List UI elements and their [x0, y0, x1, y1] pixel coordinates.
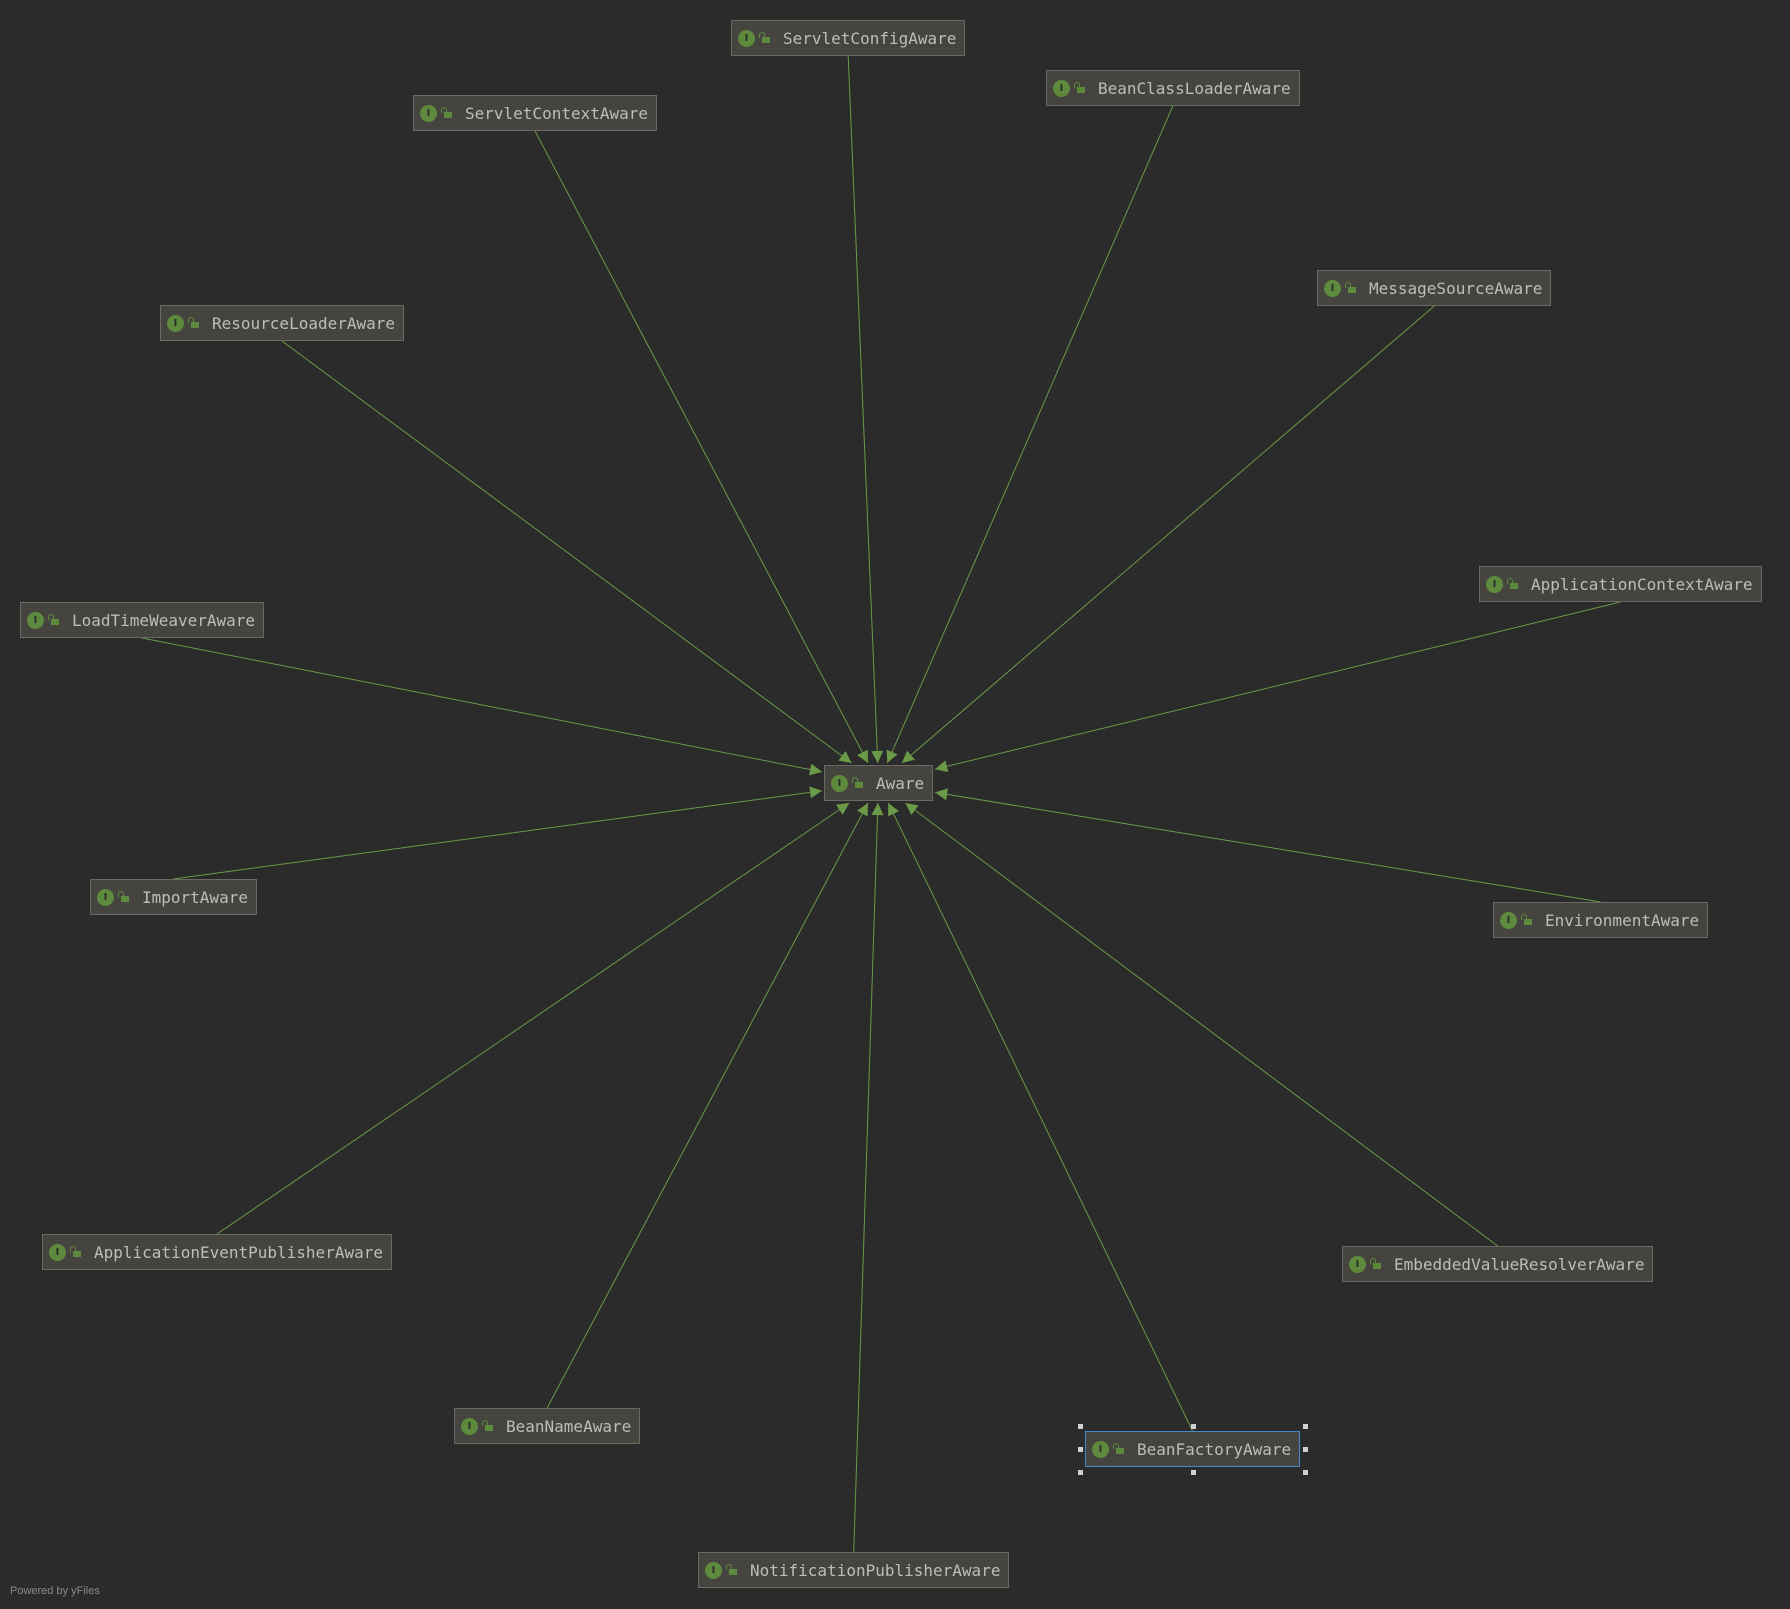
interface-icon: I: [1053, 79, 1070, 97]
arrowhead-environment-aware: [935, 788, 948, 801]
arrowhead-resource-loader-aware: [838, 751, 852, 763]
node-import-aware[interactable]: I ImportAware: [90, 879, 257, 915]
interface-icon: I: [1500, 911, 1517, 929]
arrowhead-bean-factory-aware: [888, 803, 899, 817]
arrowhead-application-event-publisher-aware: [835, 803, 850, 815]
interface-icon: I: [738, 29, 755, 47]
interface-icon: I: [1486, 575, 1503, 593]
public-lock-icon: [118, 891, 130, 903]
node-label: NotificationPublisherAware: [750, 1560, 1001, 1580]
node-message-source-aware[interactable]: I MessageSourceAware: [1317, 270, 1552, 306]
edge-bean-class-loader-aware: [886, 105, 1174, 764]
node-label: ResourceLoaderAware: [212, 313, 396, 333]
interface-icon: I: [1349, 1255, 1366, 1273]
public-lock-icon: [482, 1420, 494, 1432]
node-application-context-aware[interactable]: I ApplicationContextAware: [1479, 566, 1762, 602]
public-lock-icon: [1507, 578, 1519, 590]
arrowhead-bean-name-aware: [857, 803, 868, 817]
node-bean-factory-aware[interactable]: I BeanFactoryAware: [1085, 1431, 1301, 1467]
interface-icon: I: [705, 1561, 722, 1579]
node-label: ImportAware: [142, 887, 248, 907]
resize-handle[interactable]: [1190, 1470, 1196, 1475]
public-lock-icon: [1370, 1258, 1382, 1270]
public-lock-icon: [852, 777, 864, 789]
edge-application-event-publisher-aware: [216, 802, 850, 1235]
resize-handle[interactable]: [1078, 1424, 1083, 1429]
arrowhead-import-aware: [809, 786, 822, 799]
edge-notification-publisher-aware: [853, 802, 879, 1553]
public-lock-icon: [759, 32, 771, 44]
arrowhead-message-source-aware: [901, 750, 915, 763]
interface-icon: I: [461, 1417, 478, 1435]
node-label: ApplicationEventPublisherAware: [94, 1242, 383, 1262]
arrowhead-servlet-config-aware: [871, 750, 884, 763]
interface-icon: I: [1092, 1440, 1109, 1458]
node-resource-loader-aware[interactable]: I ResourceLoaderAware: [160, 305, 405, 341]
arrowhead-load-time-weaver-aware: [809, 763, 822, 776]
public-lock-icon: [1113, 1443, 1125, 1455]
edge-load-time-weaver-aware: [141, 637, 823, 773]
node-label: BeanFactoryAware: [1137, 1439, 1292, 1459]
powered-by-footer: Powered by yFiles: [10, 1585, 100, 1597]
interface-icon: I: [49, 1243, 66, 1261]
node-label: ServletContextAware: [465, 103, 649, 123]
node-application-event-publisher-aware[interactable]: I ApplicationEventPublisherAware: [42, 1234, 392, 1270]
node-servlet-context-aware[interactable]: I ServletContextAware: [413, 95, 658, 131]
interface-icon: I: [831, 774, 848, 792]
edge-resource-loader-aware: [281, 340, 852, 764]
edge-bean-name-aware: [546, 802, 869, 1409]
node-environment-aware[interactable]: I EnvironmentAware: [1493, 902, 1709, 938]
public-lock-icon: [1521, 914, 1533, 926]
node-embedded-value-resolver-aware[interactable]: I EmbeddedValueResolverAware: [1342, 1246, 1654, 1282]
public-lock-icon: [726, 1564, 738, 1576]
interface-icon: I: [1324, 279, 1341, 297]
public-lock-icon: [188, 317, 200, 329]
node-label: LoadTimeWeaverAware: [72, 610, 256, 630]
edge-embedded-value-resolver-aware: [905, 802, 1499, 1247]
node-label: ApplicationContextAware: [1531, 574, 1753, 594]
node-bean-class-loader-aware[interactable]: I BeanClassLoaderAware: [1046, 70, 1300, 106]
resize-handle[interactable]: [1078, 1447, 1083, 1452]
node-servlet-config-aware[interactable]: I ServletConfigAware: [731, 20, 966, 56]
node-label: BeanClassLoaderAware: [1098, 78, 1291, 98]
resize-handle[interactable]: [1303, 1424, 1309, 1429]
node-label: MessageSourceAware: [1369, 278, 1543, 298]
arrowhead-bean-class-loader-aware: [886, 749, 898, 763]
node-notification-publisher-aware[interactable]: I NotificationPublisherAware: [698, 1552, 1010, 1588]
edge-import-aware: [173, 790, 823, 880]
resize-handle[interactable]: [1078, 1470, 1083, 1475]
resize-handle[interactable]: [1190, 1424, 1196, 1429]
node-label: ServletConfigAware: [783, 28, 957, 48]
resize-handle[interactable]: [1303, 1447, 1309, 1452]
node-bean-name-aware[interactable]: I BeanNameAware: [454, 1408, 641, 1444]
node-label: Aware: [876, 773, 925, 793]
public-lock-icon: [1345, 282, 1357, 294]
node-label: EmbeddedValueResolverAware: [1394, 1254, 1645, 1274]
node-load-time-weaver-aware[interactable]: I LoadTimeWeaverAware: [20, 602, 265, 638]
edge-bean-factory-aware: [887, 802, 1194, 1432]
public-lock-icon: [1074, 82, 1086, 94]
edge-environment-aware: [935, 791, 1601, 903]
public-lock-icon: [48, 614, 60, 626]
node-label: EnvironmentAware: [1545, 910, 1700, 930]
interface-icon: I: [167, 314, 184, 332]
edge-application-context-aware: [935, 601, 1621, 770]
arrowhead-notification-publisher-aware: [871, 803, 884, 816]
interface-icon: I: [420, 104, 437, 122]
public-lock-icon: [441, 107, 453, 119]
public-lock-icon: [70, 1246, 82, 1258]
arrowhead-servlet-context-aware: [857, 749, 869, 763]
edge-servlet-config-aware: [847, 55, 879, 764]
resize-handle[interactable]: [1303, 1470, 1309, 1475]
edge-servlet-context-aware: [534, 130, 869, 764]
arrowhead-application-context-aware: [935, 760, 949, 773]
arrowhead-embedded-value-resolver-aware: [905, 803, 919, 815]
interface-icon: I: [97, 888, 114, 906]
node-label: BeanNameAware: [506, 1416, 632, 1436]
interface-icon: I: [27, 611, 44, 629]
edge-message-source-aware: [901, 305, 1435, 764]
node-aware[interactable]: I Aware: [824, 765, 934, 801]
